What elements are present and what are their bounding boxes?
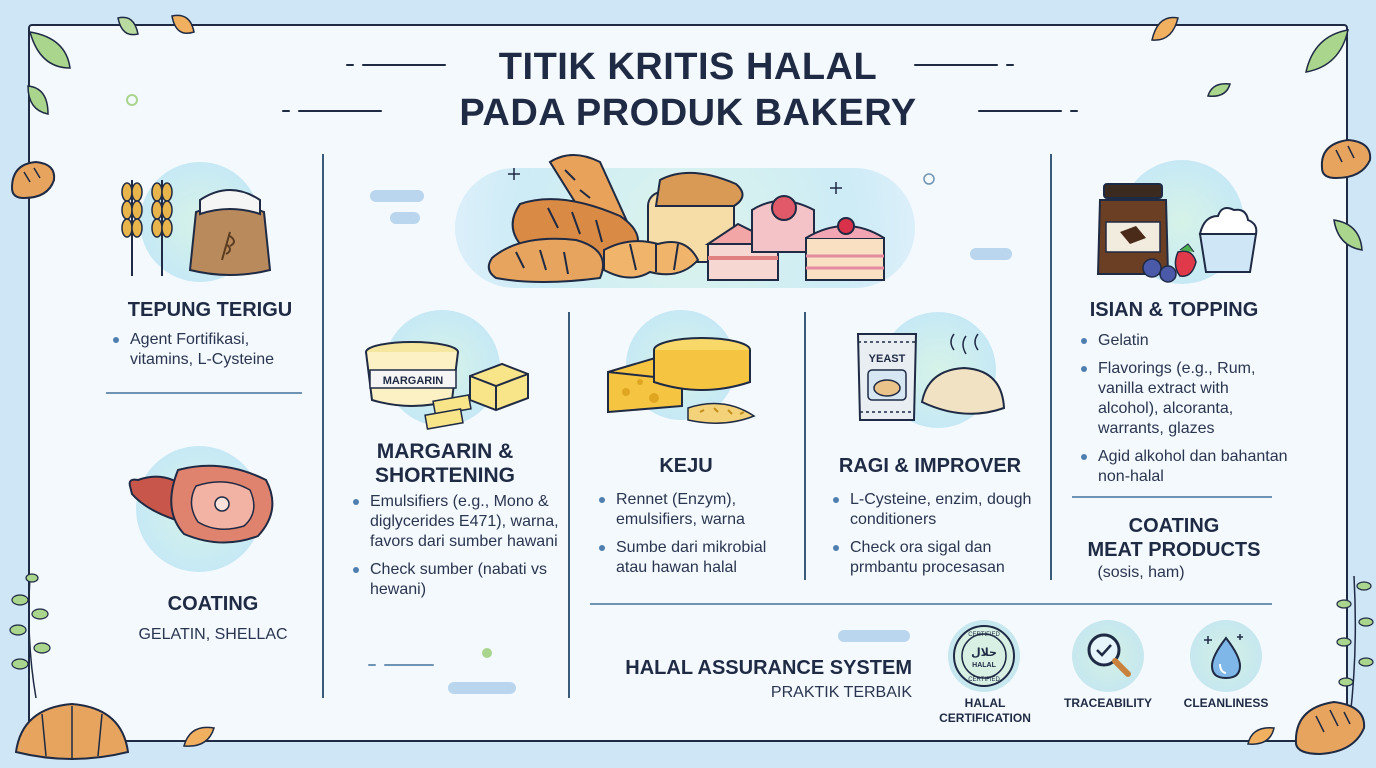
- leaf-decoration-icon: [1333, 219, 1363, 251]
- decor-dash: [368, 664, 376, 666]
- title-dash: [1006, 64, 1014, 66]
- coating-left-subtitle: GELATIN, SHELLAC: [138, 626, 288, 643]
- margarine-icon: MARGARIN: [365, 341, 529, 430]
- ring-icon: [126, 94, 138, 106]
- keju-list: Rennet (Enzym), emulsifiers, warna Sumbe…: [596, 490, 796, 586]
- page-title-line1: TITIK KRITIS HALAL: [498, 46, 878, 88]
- title-dash: [914, 64, 998, 66]
- decor-dash: [384, 664, 434, 666]
- yeast-label: YEAST: [869, 353, 906, 365]
- spread-topping-icon: [1096, 183, 1258, 283]
- title-dash: [362, 64, 446, 66]
- list-item: Sumbe dari mikrobial atau hawan halal: [596, 538, 796, 578]
- margarin-title-line1: MARGARIN &: [376, 440, 514, 463]
- badge-label-line: HALAL: [964, 696, 1006, 710]
- badge-label-line: TRACEABILITY: [1064, 696, 1152, 710]
- ring-icon: [923, 173, 935, 185]
- row-divider: [590, 603, 1272, 605]
- bread-decoration-icon: [1320, 138, 1372, 180]
- cheese-icon: [607, 337, 756, 424]
- leaf-decoration-icon: [183, 726, 215, 747]
- bakery-hero-icon: [487, 154, 885, 283]
- row-divider: [106, 392, 302, 394]
- seal-text: CERTIFIED: [968, 632, 1000, 638]
- leaf-sprig-icon: [1336, 575, 1374, 719]
- list-item: Agent Fortifikasi, vitamins, L-Cysteine: [110, 330, 310, 370]
- sparkle-icon: [830, 182, 842, 194]
- leaf-sprig-icon: [9, 573, 51, 699]
- sparkle-icon: [508, 168, 520, 180]
- badge-label-line: CLEANLINESS: [1183, 696, 1269, 710]
- coating-meat-title-line1: COATING: [1128, 515, 1220, 537]
- leaf-decoration-icon: [117, 14, 195, 36]
- yeast-icon: YEAST: [856, 333, 1006, 421]
- list-item: Emulsifiers (e.g., Mono & diglycerides E…: [350, 492, 560, 552]
- ragi-title: RAGI & IMPROVER: [838, 455, 1022, 477]
- decor-pill: [390, 212, 420, 224]
- title-dash: [1070, 110, 1078, 112]
- wheat-flour-icon: [121, 180, 272, 276]
- badge-label-cleanliness: CLEANLINESS: [1170, 696, 1282, 711]
- list-item: Check sumber (nabati vs hewani): [350, 560, 560, 600]
- page-title-line2: PADA PRODUK BAKERY: [459, 92, 917, 134]
- decor-pill: [448, 682, 516, 694]
- magnifier-check-icon: [1087, 633, 1131, 677]
- seal-text: حلال: [971, 646, 997, 659]
- badge-label-line: CERTIFICATION: [939, 711, 1031, 725]
- tepung-list: Agent Fortifikasi, vitamins, L-Cysteine: [110, 330, 310, 378]
- badge-label-traceability: TRACEABILITY: [1052, 696, 1164, 711]
- leaf-decoration-icon: [1247, 727, 1275, 745]
- bread-decoration-icon: [1294, 700, 1366, 756]
- halal-seal-icon: CERTIFIED حلال HALAL CERTIFIED: [953, 625, 1015, 687]
- coating-meat-subtitle: (sosis, ham): [1097, 564, 1185, 581]
- seal-text: CERTIFIED: [968, 677, 1000, 683]
- column-divider: [568, 312, 570, 698]
- leaf-decoration-icon: [1305, 29, 1349, 73]
- list-item: Check ora sigal dan prmbantu procesasan: [830, 538, 1040, 578]
- title-dash: [298, 110, 382, 112]
- margarin-list: Emulsifiers (e.g., Mono & diglycerides E…: [350, 492, 560, 608]
- bread-decoration-icon: [10, 160, 56, 200]
- title-dash: [346, 64, 354, 66]
- list-item-text: vitamins, L-Cysteine: [130, 351, 275, 368]
- list-item: Rennet (Enzym), emulsifiers, warna: [596, 490, 796, 530]
- coating-left-title: COATING: [167, 593, 259, 615]
- column-divider: [804, 312, 806, 580]
- isian-list: Gelatin Flavorings (e.g., Rum, vanilla e…: [1078, 331, 1288, 495]
- row-divider: [1072, 496, 1272, 498]
- list-item: L-Cysteine, enzim, dough conditioners: [830, 490, 1040, 530]
- seal-text: HALAL: [972, 662, 996, 669]
- list-item-text: Agent Fortifikasi,: [130, 331, 250, 348]
- water-drop-icon: [1204, 634, 1243, 680]
- assurance-subtitle: PRAKTIK TERBAIK: [770, 684, 912, 701]
- title-dash: [282, 110, 290, 112]
- margarine-label: MARGARIN: [383, 375, 444, 387]
- isian-title: ISIAN & TOPPING: [1089, 299, 1259, 321]
- decor-pill: [838, 630, 910, 642]
- badge-label-halal: HALAL CERTIFICATION: [924, 696, 1046, 726]
- tepung-title: TEPUNG TERIGU: [127, 299, 293, 321]
- list-item: Agid alkohol dan bahantan non-halal: [1078, 447, 1288, 487]
- keju-title: KEJU: [659, 455, 713, 477]
- assurance-title: HALAL ASSURANCE SYSTEM: [625, 657, 912, 679]
- croissant-decoration-icon: [14, 702, 130, 760]
- list-item: Flavorings (e.g., Rum, vanilla extract w…: [1078, 359, 1288, 439]
- decor-pill: [970, 248, 1012, 260]
- title-dash: [978, 110, 1062, 112]
- meat-icon: [128, 464, 274, 544]
- margarin-title-line2: SHORTENING: [374, 464, 515, 487]
- dot-icon: [482, 648, 492, 658]
- list-item: Gelatin: [1078, 331, 1288, 351]
- leaf-decoration-icon: [27, 31, 71, 115]
- column-divider: [322, 154, 324, 698]
- ragi-list: L-Cysteine, enzim, dough conditioners Ch…: [830, 490, 1040, 586]
- leaf-decoration-icon: [1207, 83, 1231, 97]
- leaf-decoration-icon: [1151, 16, 1179, 41]
- decor-pill: [370, 190, 424, 202]
- column-divider: [1050, 154, 1052, 580]
- coating-meat-title-line2: MEAT PRODUCTS: [1087, 539, 1261, 561]
